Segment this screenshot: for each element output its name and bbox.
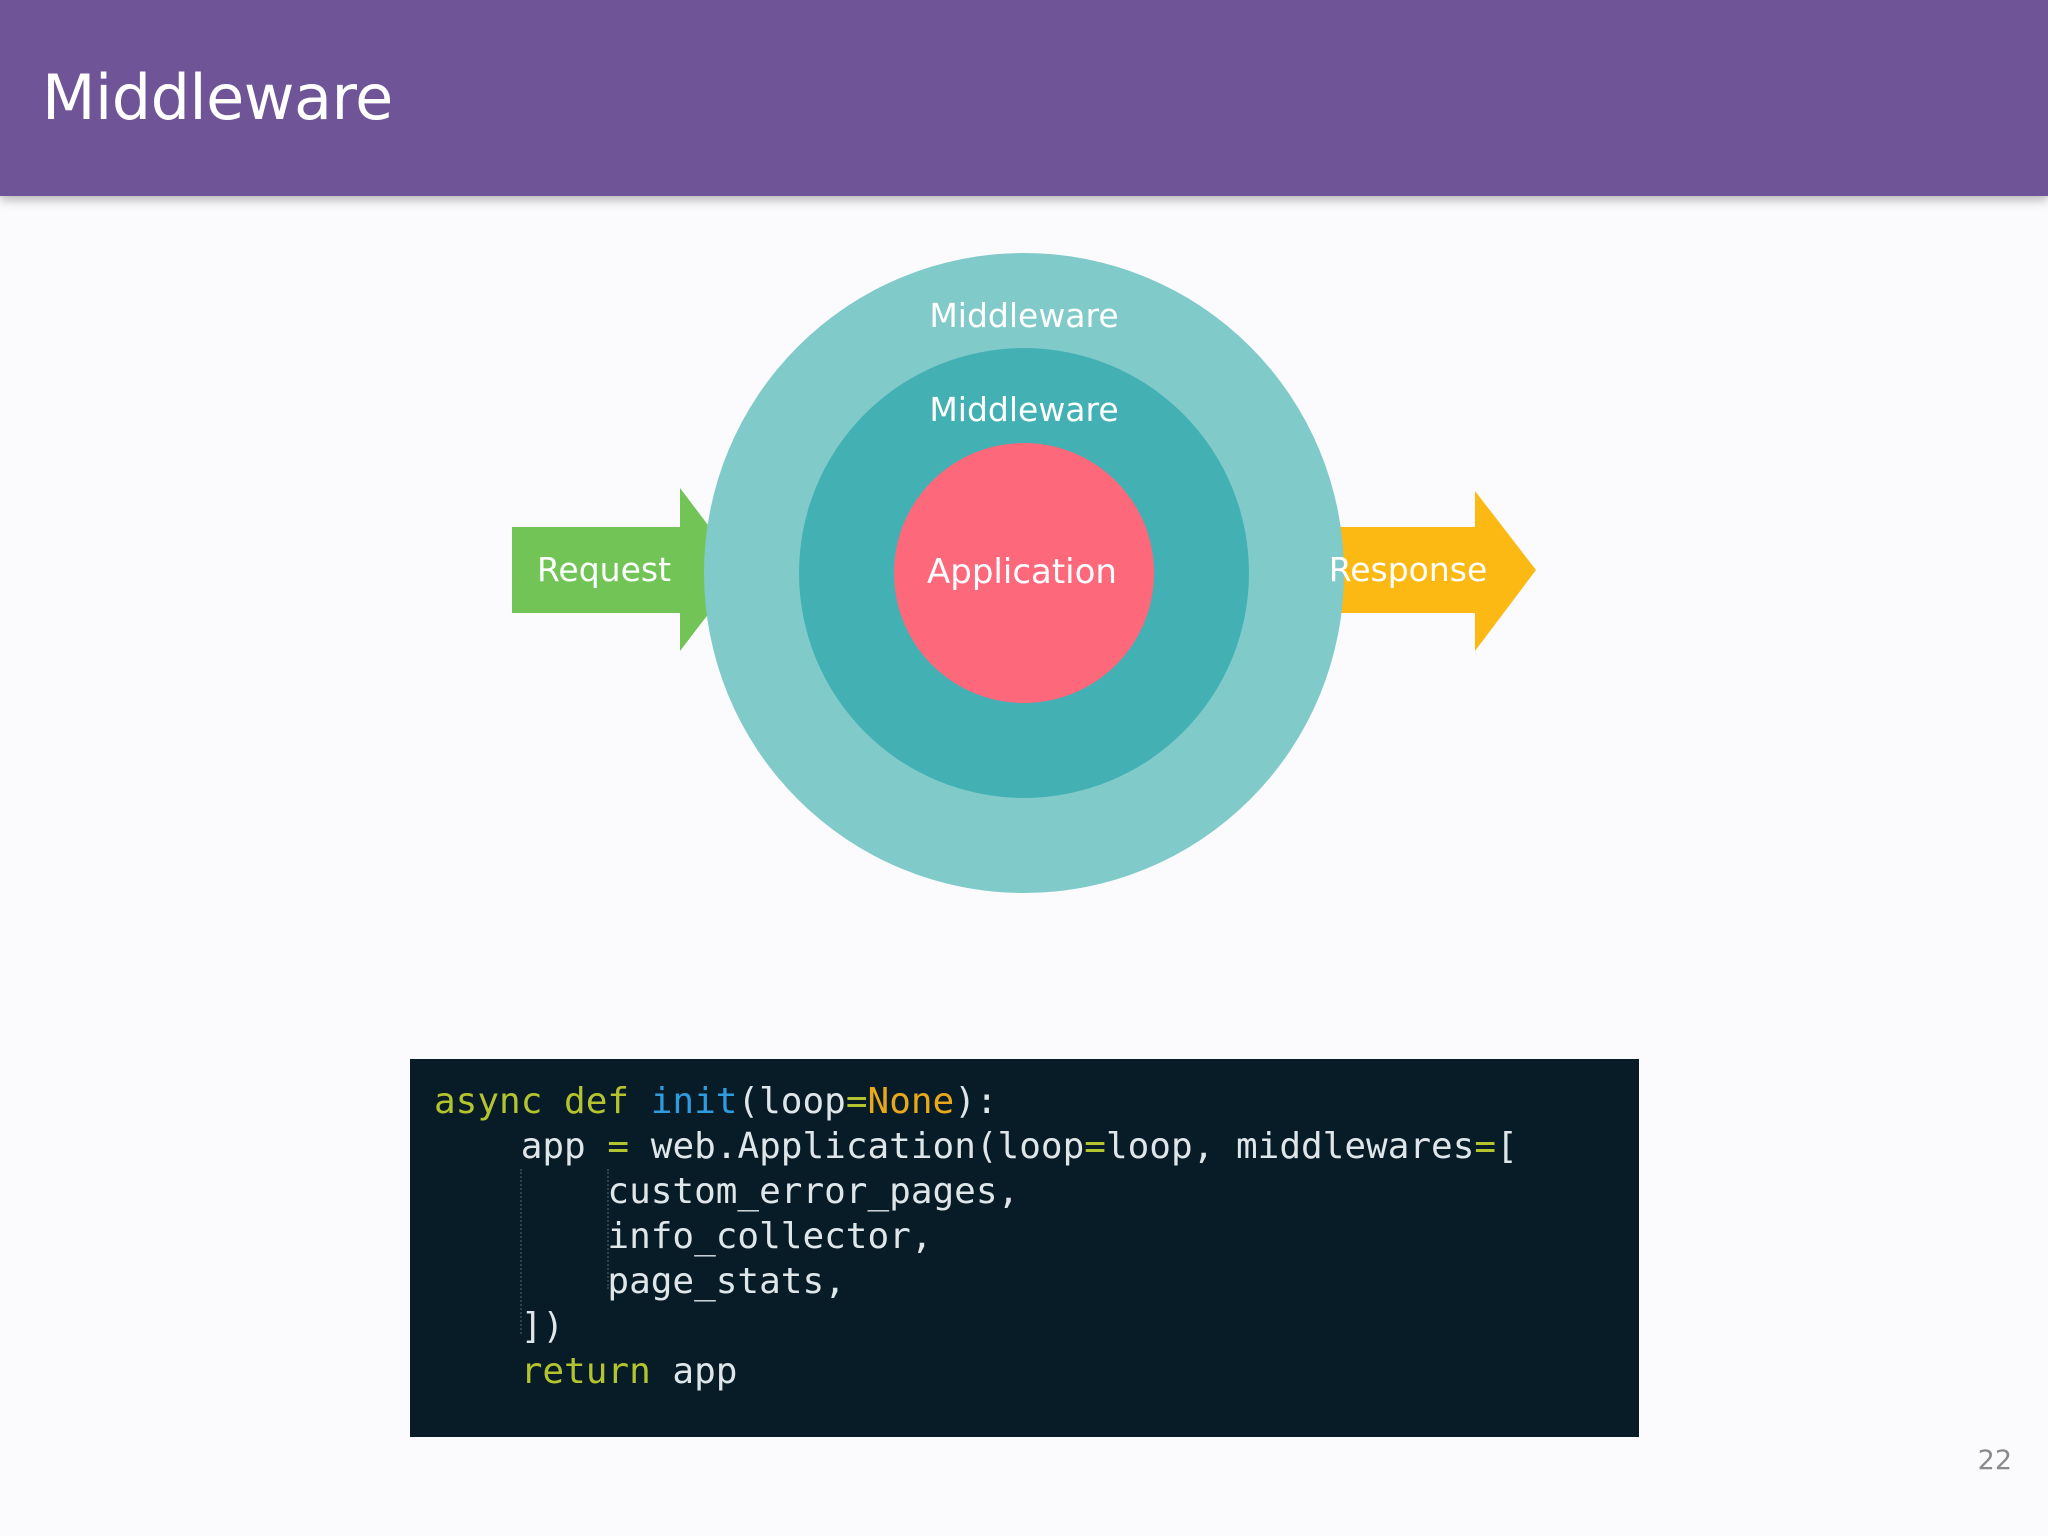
code-indent bbox=[434, 1126, 521, 1167]
code-line: page_stats, bbox=[434, 1259, 1639, 1304]
code-token: None bbox=[867, 1081, 955, 1122]
response-label: Response bbox=[1329, 550, 1488, 589]
request-arrow bbox=[512, 488, 742, 651]
code-line: info_collector, bbox=[434, 1214, 1639, 1259]
code-token: init bbox=[650, 1081, 738, 1122]
code-lines: async def init(loop=None): app = web.App… bbox=[434, 1079, 1639, 1394]
code-token: return bbox=[520, 1351, 651, 1392]
response-arrow bbox=[1306, 491, 1536, 651]
code-token: = bbox=[607, 1126, 630, 1167]
code-token: loop, middlewares bbox=[1105, 1126, 1475, 1167]
code-token: custom_error_pages, bbox=[607, 1171, 1020, 1212]
code-line: ]) bbox=[434, 1304, 1639, 1349]
code-token: (loop bbox=[737, 1081, 846, 1122]
code-token: = bbox=[845, 1081, 868, 1122]
code-token: ]) bbox=[520, 1306, 565, 1347]
code-token: = bbox=[1474, 1126, 1497, 1167]
code-indent bbox=[434, 1351, 521, 1392]
code-line: app = web.Application(loop=loop, middlew… bbox=[434, 1124, 1639, 1169]
outer-layer-label: Middleware bbox=[929, 296, 1118, 335]
inner-layer-label: Middleware bbox=[929, 390, 1118, 429]
code-token: app bbox=[520, 1126, 608, 1167]
indent-guide bbox=[607, 1169, 609, 1289]
code-indent bbox=[434, 1306, 521, 1347]
middleware-onion-diagram: Middleware Middleware Application Reques… bbox=[512, 253, 1536, 893]
indent-guide bbox=[520, 1169, 522, 1334]
code-token: web.Application(loop bbox=[629, 1126, 1085, 1167]
code-token: page_stats, bbox=[607, 1261, 846, 1302]
code-snippet: async def init(loop=None): app = web.App… bbox=[410, 1059, 1639, 1437]
core-label: Application bbox=[927, 552, 1117, 592]
code-token: async def bbox=[434, 1081, 651, 1122]
request-label: Request bbox=[537, 550, 671, 589]
application-core bbox=[894, 443, 1154, 703]
code-line: async def init(loop=None): bbox=[434, 1079, 1639, 1124]
code-line: return app bbox=[434, 1349, 1639, 1394]
slide-header: Middleware bbox=[0, 0, 2048, 196]
slide-title: Middleware bbox=[42, 61, 393, 134]
code-token: app bbox=[650, 1351, 738, 1392]
code-token: [ bbox=[1496, 1126, 1518, 1167]
page-number: 22 bbox=[1977, 1445, 2012, 1476]
code-token: = bbox=[1084, 1126, 1106, 1167]
code-token: info_collector, bbox=[607, 1216, 933, 1257]
code-token: ): bbox=[954, 1081, 998, 1122]
code-line: custom_error_pages, bbox=[434, 1169, 1639, 1214]
